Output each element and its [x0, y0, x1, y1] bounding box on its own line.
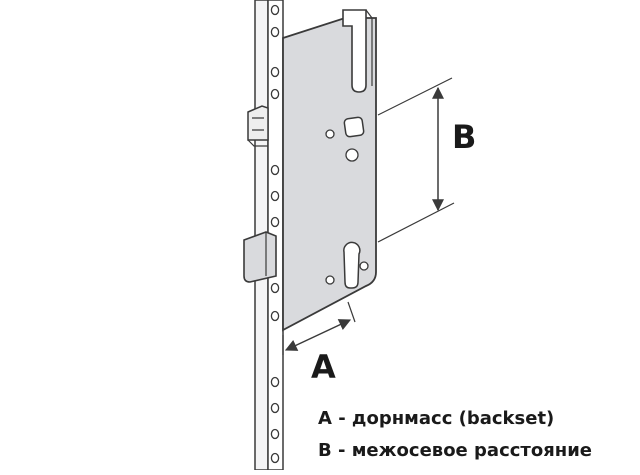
dimension-a-label: A [311, 348, 336, 386]
latch-tongue [247, 105, 269, 147]
legend-backset: A - дорнмасс (backset) [318, 408, 555, 429]
legend-center-distance: B - межосевое расстояние [318, 440, 593, 461]
dimension-b-label: B [452, 118, 477, 156]
dimension-b-lines [377, 77, 455, 243]
lock-case [282, 9, 377, 332]
faceplate-holes [270, 4, 280, 464]
dimension-a-lines [282, 301, 356, 355]
dead-bolt [243, 231, 277, 283]
